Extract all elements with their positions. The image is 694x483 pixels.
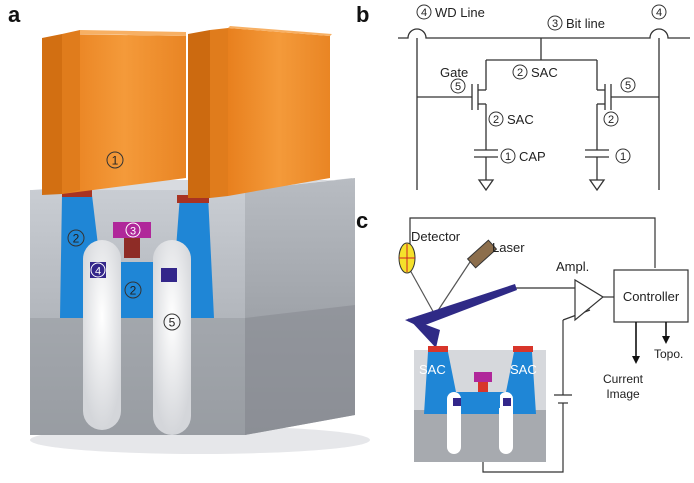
contact-pad-right — [177, 195, 209, 203]
laser-body — [466, 239, 498, 269]
current-image-label-2: Image — [606, 387, 640, 401]
wd-label: WD Line — [435, 5, 485, 20]
detector-label: Detector — [411, 229, 461, 244]
sample-pad-left — [428, 346, 448, 352]
cap-wall-right — [228, 28, 330, 196]
marker-wd: 4 — [90, 262, 106, 278]
current-image-label-1: Current — [603, 372, 644, 386]
panel-b-labels: 4 WD Line 3 Bit line 4 Gate 5 2 SAC 2 SA… — [416, 4, 667, 164]
sample-substrate — [414, 410, 546, 462]
contact-pad-left — [62, 189, 92, 197]
panel-c-setup — [398, 217, 689, 473]
cap-wall-left-edge — [42, 34, 62, 195]
controller-label: Controller — [623, 289, 680, 304]
laser-label: Laser — [492, 240, 525, 255]
cap-wall-left-top — [80, 30, 186, 36]
panel-b-circuit — [398, 28, 690, 192]
cap-label: CAP — [519, 149, 546, 164]
sac-top-num: 2 — [517, 67, 523, 79]
cap-wall-left — [62, 34, 186, 194]
wd-line-square-left — [90, 262, 106, 278]
panel-c-labels: Detector Laser Ampl. Controller Topo. Cu… — [411, 229, 683, 401]
left-ground — [477, 179, 495, 192]
wd-right-num: 4 — [656, 7, 662, 19]
panel-label-c: c — [356, 208, 368, 233]
amplifier-symbol — [574, 278, 605, 322]
sample-pad-right — [513, 346, 533, 352]
right-gate-num: 5 — [625, 80, 631, 92]
right-sac-num: 2 — [608, 114, 614, 126]
topo-label: Topo. — [654, 347, 683, 361]
marker-gate-label: 5 — [169, 316, 176, 330]
laser-beam-reflect — [409, 269, 436, 316]
wd-num: 4 — [421, 7, 427, 19]
topo-arrow — [662, 336, 670, 344]
sample-wd-left — [453, 398, 461, 406]
gate-pillar-right — [153, 240, 191, 435]
right-cap-num: 1 — [620, 151, 626, 163]
controller-box — [613, 269, 689, 323]
marker-sac-mid-label: 2 — [130, 284, 137, 298]
gate-label: Gate — [440, 65, 468, 80]
marker-sac-mid: 2 — [124, 281, 142, 299]
cap-wall-left-inner — [62, 30, 80, 194]
substrate-lower-side — [245, 305, 355, 435]
detector-feedback-wire — [409, 217, 656, 268]
marker-sac-left: 2 — [67, 229, 85, 247]
sac-left-label: SAC — [419, 362, 446, 377]
bias-wire-lower — [482, 403, 564, 473]
marker-cap-label: 1 — [112, 154, 119, 168]
ampl-label: Ampl. — [556, 259, 589, 274]
sample-bitline — [474, 372, 492, 382]
sac-mid-label: SAC — [507, 112, 534, 127]
panel-label-b: b — [356, 2, 369, 27]
marker-sac-left-label: 2 — [73, 232, 80, 246]
sac-mid-num: 2 — [493, 114, 499, 126]
panel-a-3d-model — [30, 26, 370, 454]
cap-wall-right-inner — [210, 28, 228, 198]
cap-wall-right-edge — [188, 30, 210, 198]
cantilever — [405, 284, 517, 327]
bit-label: Bit line — [566, 16, 605, 31]
gate-num: 5 — [455, 81, 461, 93]
bit-line-wire — [398, 28, 690, 39]
bit-num: 3 — [552, 18, 558, 30]
marker-gate: 5 — [163, 313, 181, 331]
laser-beam-incident — [434, 261, 471, 316]
sample-pillar-left — [447, 392, 461, 454]
sample-wd-right — [503, 398, 511, 406]
marker-cap: 1 — [106, 151, 124, 169]
sample-plug — [478, 382, 488, 392]
marker-wd-label: 4 — [95, 266, 101, 278]
cap-wall-right-top — [228, 26, 332, 36]
sac-right-label: SAC — [510, 362, 537, 377]
substrate-lower — [30, 318, 245, 435]
sample-pillar-right — [499, 392, 513, 454]
marker-bitline-label: 3 — [130, 226, 136, 238]
gate-pillar-left — [83, 240, 121, 430]
sac-top-label: SAC — [531, 65, 558, 80]
panel-a-markers: 1 3 2 4 2 5 — [67, 151, 181, 331]
wd-line-square-right — [161, 268, 177, 282]
marker-bitline: 3 — [125, 222, 141, 238]
panel-label-a: a — [8, 2, 21, 27]
bit-line-plug — [124, 238, 140, 258]
afm-tip — [408, 318, 440, 348]
cap-num: 1 — [505, 151, 511, 163]
right-ground — [588, 179, 606, 192]
current-image-arrow — [632, 356, 640, 364]
